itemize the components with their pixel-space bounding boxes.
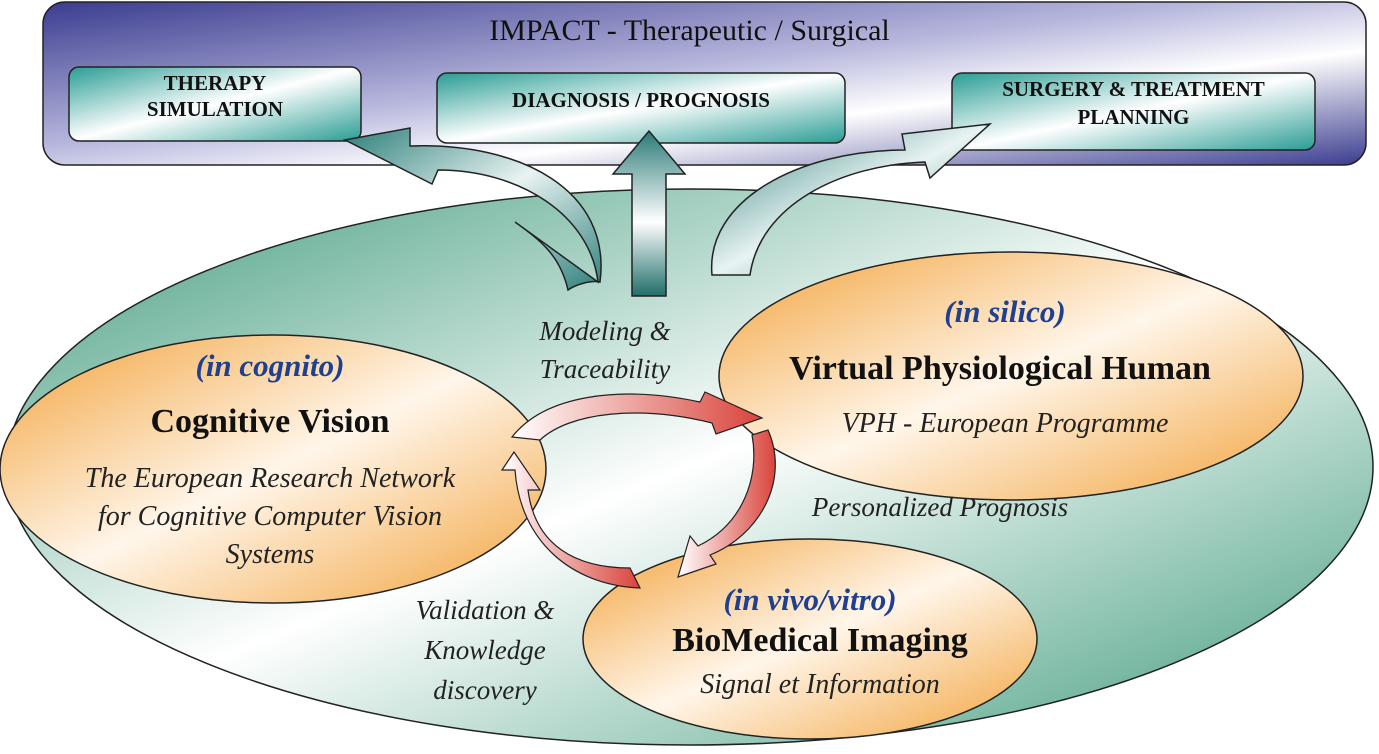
validation-knowledge-label: Validation & Knowledge discovery	[375, 590, 595, 710]
imaging-description: Signal et Information	[700, 669, 940, 700]
cycle-arrow-top-icon	[510, 391, 764, 441]
cognitive-desc-line1: The European Research Network	[84, 463, 456, 494]
surgery-planning-label: SURGERY & TREATMENT PLANNING	[952, 75, 1315, 131]
cognitive-title: Cognitive Vision	[150, 403, 390, 440]
therapy-simulation-label: THERAPY SIMULATION	[69, 70, 361, 122]
therapy-line1: THERAPY	[163, 71, 267, 95]
modeling-line2: Traceability	[539, 354, 671, 384]
cognitive-desc-line3: Systems	[225, 539, 315, 570]
vph-description: VPH - European Programme	[841, 408, 1169, 439]
cognitive-desc-line2: for Cognitive Computer Vision	[97, 501, 443, 532]
validation-line3: discovery	[433, 675, 537, 705]
cycle-arrow-right-icon	[677, 429, 776, 578]
vph-ellipse	[718, 251, 1304, 501]
cognitive-tag: (in cognito)	[195, 348, 345, 383]
validation-line2: Knowledge	[424, 635, 546, 665]
therapy-line2: SIMULATION	[146, 97, 284, 121]
up-arrow-icon	[611, 129, 687, 297]
diagnosis-prognosis-label: DIAGNOSIS / PROGNOSIS	[512, 88, 770, 112]
surgery-line2: PLANNING	[1077, 105, 1190, 129]
vph-tag: (in silico)	[944, 294, 1066, 329]
personalized-prognosis-label: Personalized Prognosis	[811, 492, 1069, 522]
cognitive-description: The European Research Network for Cognit…	[20, 460, 520, 574]
validation-line1: Validation &	[415, 595, 555, 625]
imaging-title: BioMedical Imaging	[672, 622, 968, 659]
biomedical-imaging-ellipse	[582, 538, 1038, 740]
cognitive-vision-ellipse	[0, 334, 547, 604]
imaging-tag: (in vivo/vitro)	[723, 582, 897, 617]
curved-arrow-therapy-icon	[342, 127, 602, 292]
modeling-traceability-label: Modeling & Traceability	[490, 312, 720, 388]
curved-arrow-surgery-icon	[711, 122, 993, 276]
therapy-simulation-box	[68, 66, 362, 142]
modeling-line1: Modeling &	[539, 316, 671, 346]
cycle-arrow-left-icon	[500, 450, 641, 589]
surgery-line1: SURGERY & TREATMENT	[1002, 77, 1265, 101]
vph-title: Virtual Physiological Human	[789, 350, 1211, 387]
impact-title: IMPACT - Therapeutic / Surgical	[489, 14, 890, 47]
surgery-planning-box	[951, 72, 1316, 151]
